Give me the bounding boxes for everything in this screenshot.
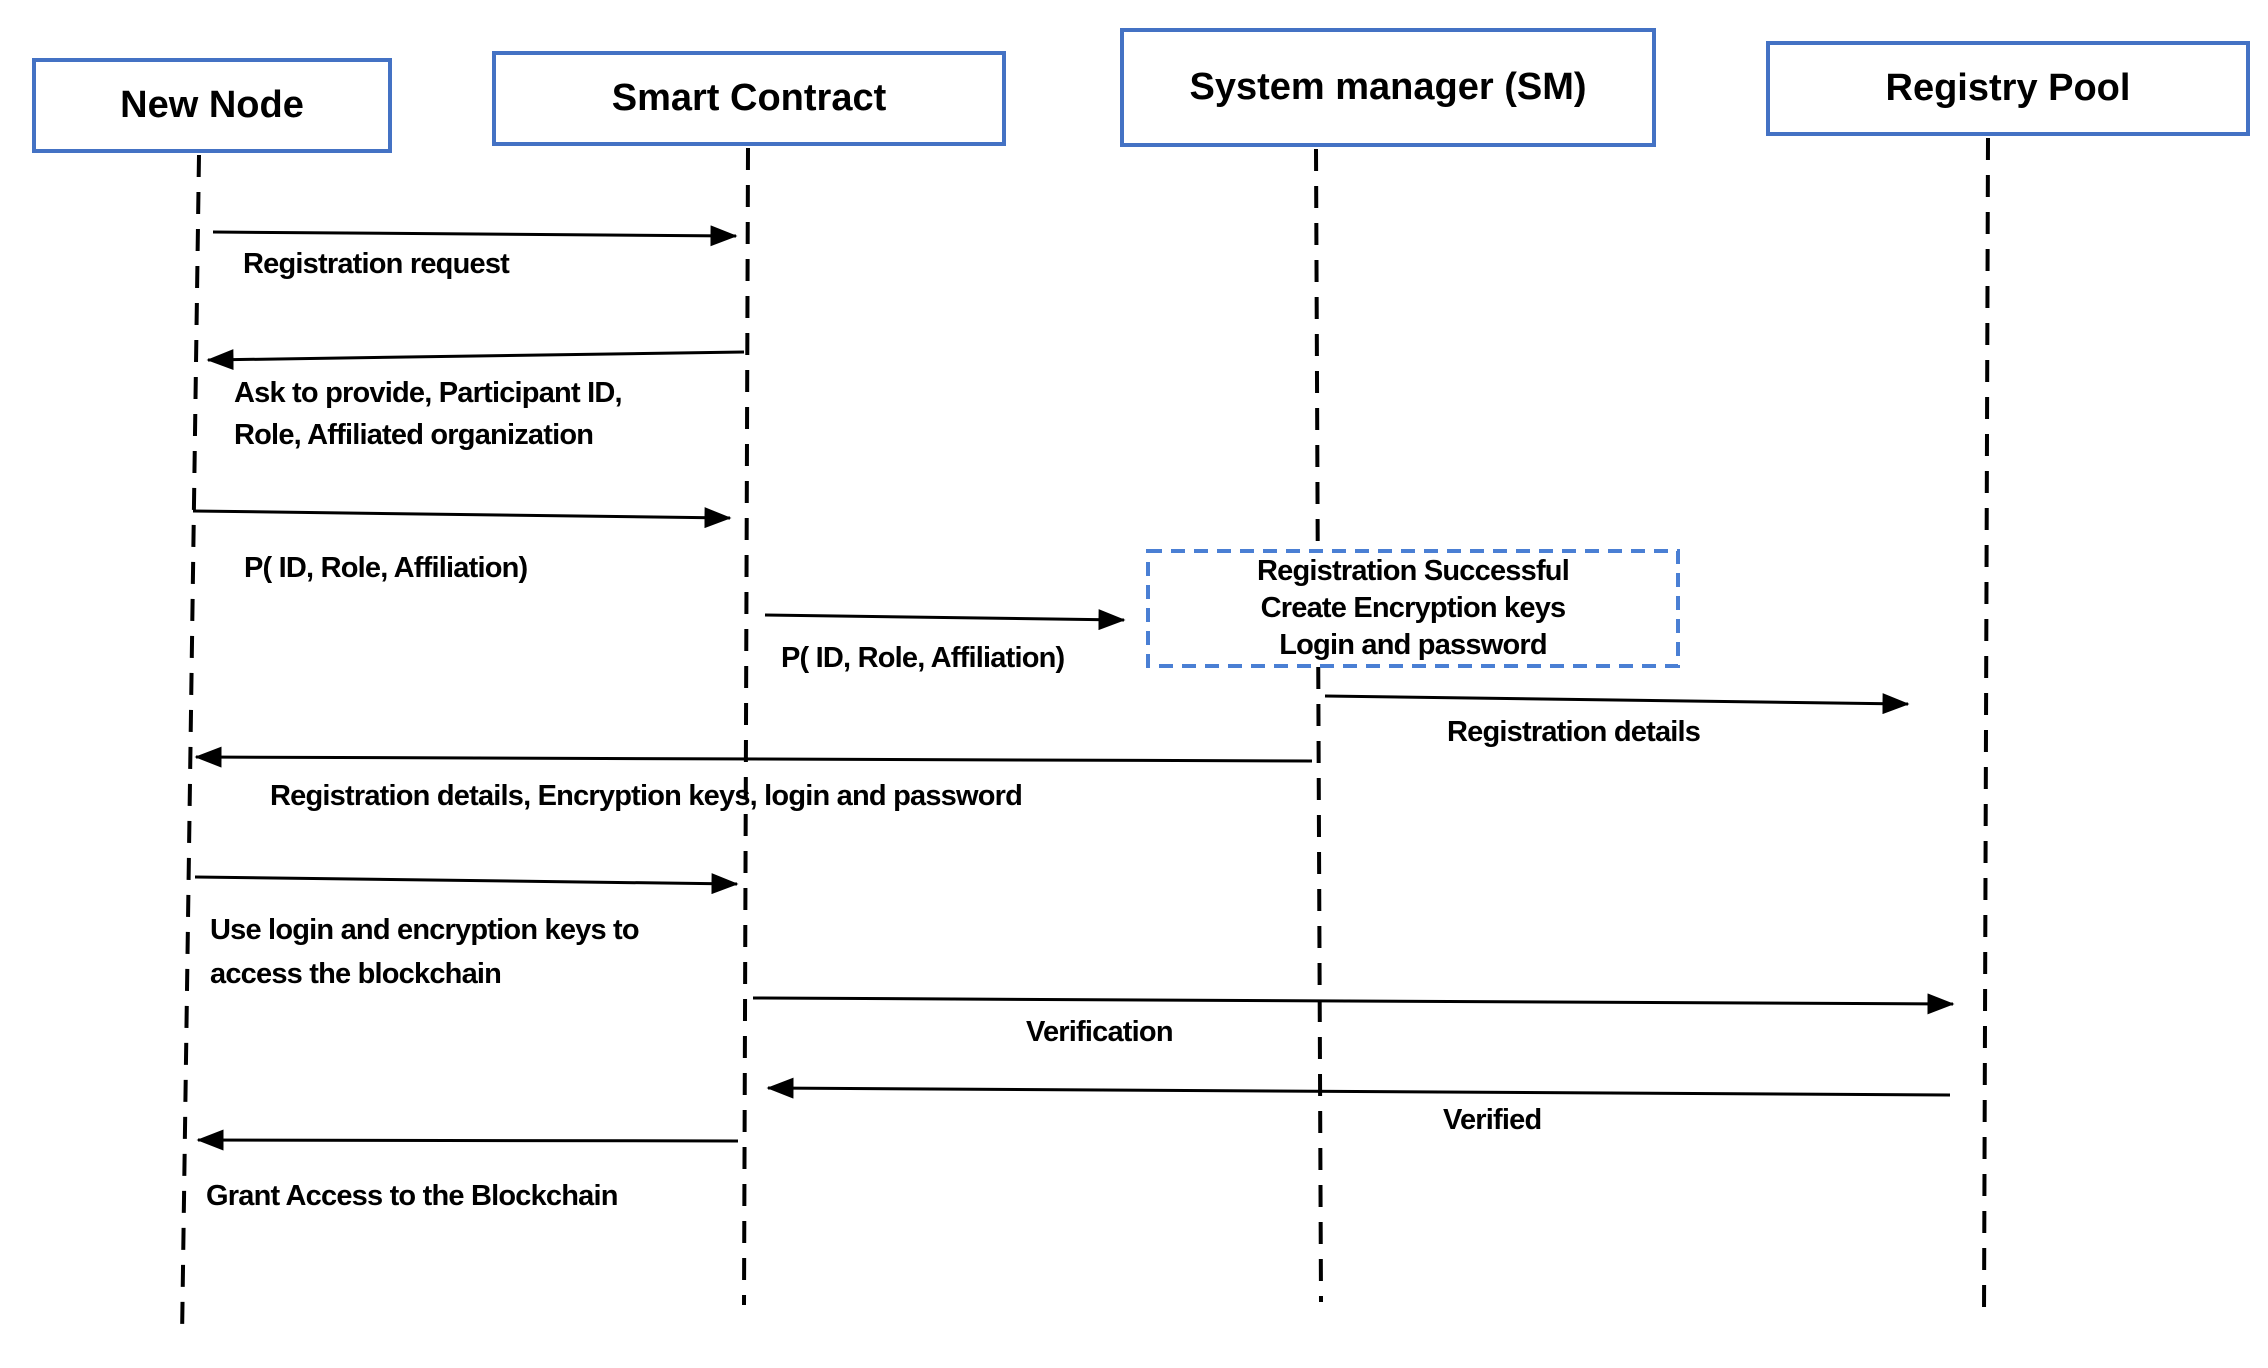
actor-registry-pool-label: Registry Pool	[1885, 67, 2131, 109]
arrow-registration-details	[1324, 693, 1910, 715]
note-line: Login and password	[1279, 629, 1547, 661]
arrow-ask-to-provide	[206, 349, 745, 371]
message-label-registration-details: Registration details	[1447, 716, 1701, 748]
note-box	[1146, 549, 1680, 668]
lifeline-registry-pool	[1982, 137, 1990, 1317]
actor-system-manager: System manager (SM)	[1120, 28, 1656, 147]
actor-smart-contract: Smart Contract	[492, 51, 1006, 146]
arrow-registration-request	[212, 225, 738, 247]
message-label-verification: Verification	[1026, 1016, 1174, 1048]
message-label-registration-details-keys: Registration details, Encryption keys, l…	[270, 780, 1023, 812]
arrow-verification	[752, 993, 1955, 1015]
actor-new-node: New Node	[32, 58, 392, 153]
message-label-registration-request: Registration request	[243, 248, 510, 280]
message-label-ask-to-provide: Ask to provide, Participant ID, Role, Af…	[234, 377, 623, 451]
arrow-p-id-role-affiliation-1	[192, 507, 732, 529]
lifeline-new-node	[180, 154, 201, 1339]
message-label-use-login: Use login and encryption keys to access …	[210, 914, 640, 990]
arrow-grant-access	[196, 1129, 739, 1151]
message-label-p-id-role-affiliation-1: P( ID, Role, Affiliation)	[244, 552, 528, 584]
actor-system-manager-label: System manager (SM)	[1189, 66, 1587, 108]
message-label-grant-access: Grant Access to the Blockchain	[206, 1180, 618, 1212]
message-label-p-id-role-affiliation-2: P( ID, Role, Affiliation)	[781, 642, 1065, 674]
note-line: Registration Successful	[1257, 555, 1570, 587]
arrow-verified	[766, 1077, 1951, 1099]
arrow-p-id-role-affiliation-2	[764, 609, 1126, 631]
message-label-verified: Verified	[1443, 1104, 1542, 1136]
lifeline-smart-contract	[742, 147, 750, 1306]
arrow-use-login	[194, 873, 739, 895]
arrow-registration-details-keys	[194, 746, 1313, 768]
actor-smart-contract-label: Smart Contract	[611, 77, 887, 119]
actor-new-node-label: New Node	[120, 84, 304, 126]
note-line: Create Encryption keys	[1260, 592, 1567, 624]
actor-registry-pool: Registry Pool	[1766, 41, 2250, 136]
note-text: Registration Successful Create Encryptio…	[1148, 551, 1678, 666]
lifeline-system-manager	[1314, 148, 1323, 1303]
